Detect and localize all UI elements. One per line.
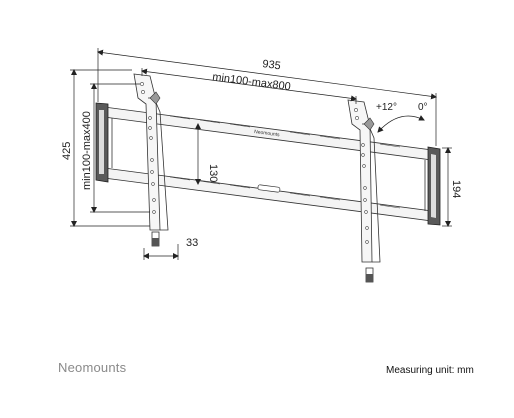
center-handle xyxy=(257,184,281,193)
dimension-194 xyxy=(442,147,452,227)
bottom-rail-slots xyxy=(169,176,401,209)
label-tilt-min: 0° xyxy=(418,102,428,113)
label-425: 425 xyxy=(61,142,73,160)
measuring-unit-note: Measuring unit: mm xyxy=(386,365,474,376)
label-194: 194 xyxy=(450,180,462,198)
top-rail-slots xyxy=(169,115,401,148)
dimension-33 xyxy=(143,244,179,260)
plate-brand-label: Neomounts xyxy=(254,129,281,138)
label-min100-max400: min100-max400 xyxy=(81,111,93,190)
left-lock-tip xyxy=(152,238,159,246)
tilt-indicator xyxy=(377,115,425,133)
dimension-min100-max400 xyxy=(90,83,150,213)
right-arm-holes xyxy=(354,108,369,244)
wall-plate xyxy=(103,106,433,222)
label-130: 130 xyxy=(207,164,219,182)
right-arm-hook xyxy=(363,117,375,131)
right-end-pad xyxy=(427,146,441,226)
brand-logo-text: Neomounts xyxy=(58,360,127,375)
label-min100-max800: min100-max800 xyxy=(212,71,292,93)
dimension-425 xyxy=(70,69,150,227)
label-33: 33 xyxy=(186,237,198,249)
dimension-min100-max800 xyxy=(141,68,357,104)
label-tilt-max: +12° xyxy=(376,102,397,113)
label-935: 935 xyxy=(262,58,282,72)
left-end-pad xyxy=(95,102,109,183)
right-lock-tip xyxy=(366,274,373,282)
